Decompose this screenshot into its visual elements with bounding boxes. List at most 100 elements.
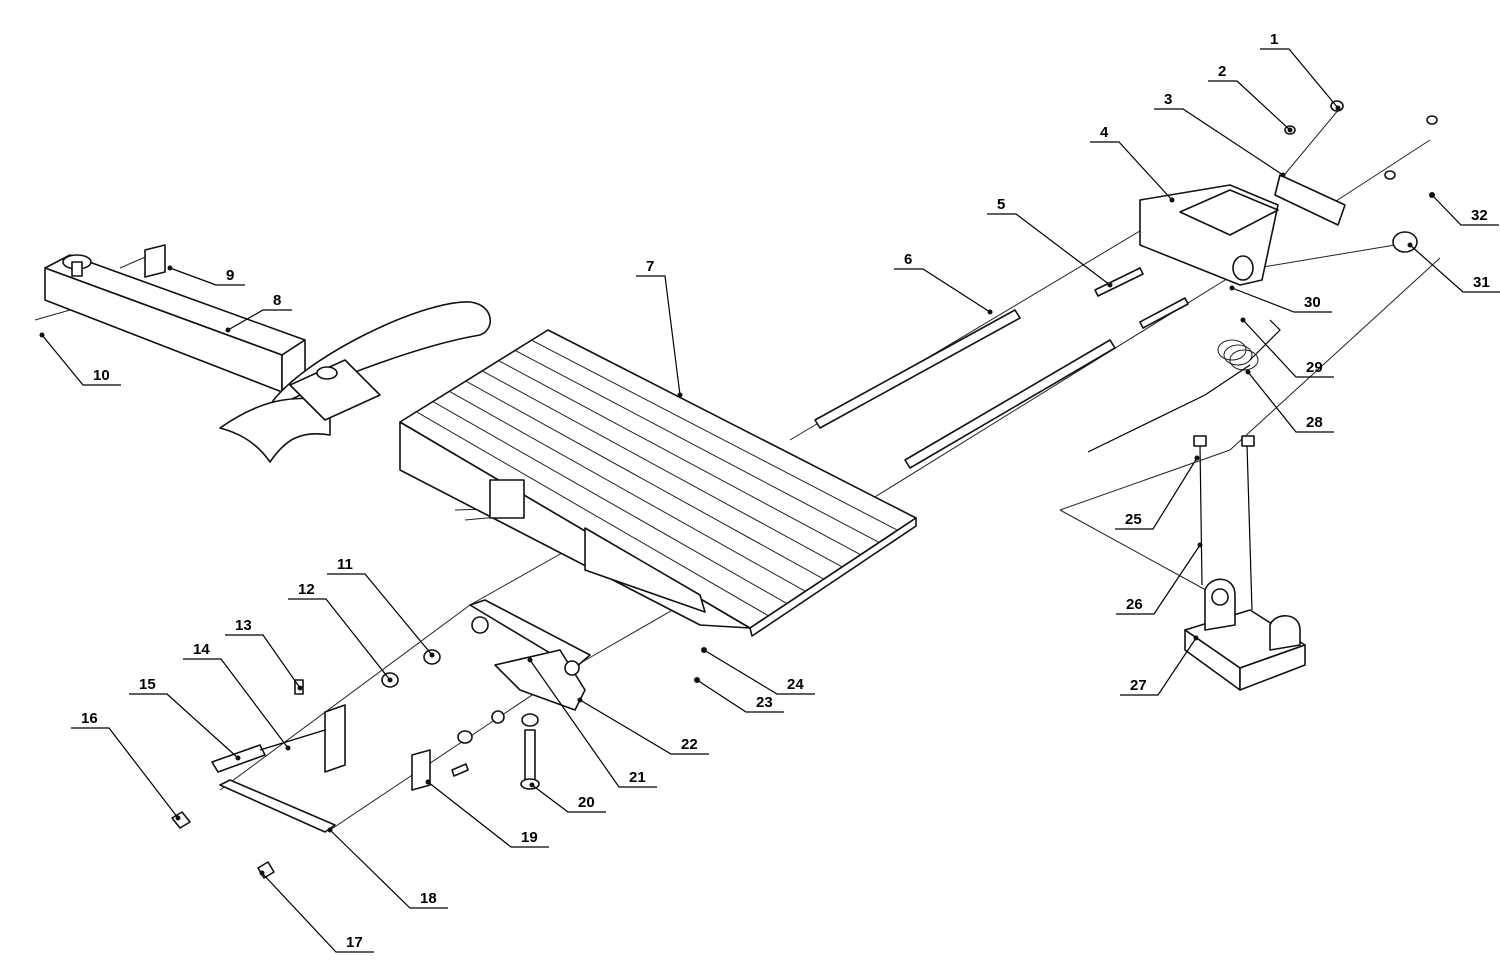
callout-number: 11 [337, 556, 353, 573]
callout-16: 16 [71, 710, 181, 821]
leader-line [1154, 108, 1284, 176]
leader-line [261, 872, 374, 953]
callout-30: 30 [1229, 285, 1332, 313]
table-groove [465, 380, 825, 580]
leader-line [531, 784, 606, 813]
callout-29: 29 [1240, 317, 1334, 378]
part-bracket-lower [1184, 435, 1306, 691]
callout-26: 26 [1116, 542, 1203, 615]
callout-number: 25 [1125, 511, 1142, 528]
callout-number: 6 [904, 251, 912, 268]
leader-dot [701, 647, 707, 653]
leader-dot [429, 652, 435, 658]
table-groove [531, 339, 898, 531]
callout-number: 29 [1306, 359, 1323, 376]
leader-line [427, 781, 549, 848]
leader-line [288, 598, 391, 681]
leader-dot [425, 779, 431, 785]
callout-number: 3 [1164, 91, 1172, 108]
leader-dot [694, 677, 700, 683]
leader-line [1409, 244, 1500, 293]
leader-line [129, 693, 239, 759]
leader-dot [1240, 317, 1246, 323]
leader-dot [1335, 105, 1341, 111]
leader-line [1208, 80, 1291, 131]
leader-dot [285, 745, 291, 751]
callout-3: 3 [1154, 91, 1286, 178]
leader-dot [167, 265, 173, 271]
leader-dot [235, 755, 241, 761]
leader-line [1247, 371, 1334, 433]
part-lower-assembly [171, 599, 707, 879]
callout-number: 27 [1130, 677, 1147, 694]
table-groove [432, 401, 788, 604]
leader-dot [677, 392, 683, 398]
callout-number: 5 [997, 196, 1005, 213]
callout-10: 10 [39, 332, 121, 386]
callout-23: 23 [694, 677, 784, 713]
leader-dot [1193, 635, 1199, 641]
part-spring [1087, 319, 1281, 453]
leader-line [1242, 319, 1334, 378]
leader-line [703, 649, 815, 695]
part-table [399, 329, 917, 637]
leader-line [636, 275, 681, 396]
leader-line [1120, 637, 1197, 696]
leader-line [1090, 141, 1173, 201]
callout-number: 13 [235, 617, 252, 634]
callout-27: 27 [1120, 635, 1199, 696]
leader-line [579, 699, 709, 755]
leader-dot [1229, 285, 1235, 291]
leader-line [1116, 544, 1201, 615]
callout-5: 5 [987, 196, 1113, 288]
leader-line [227, 309, 292, 331]
leader-dot [1407, 242, 1413, 248]
leader-dot [527, 657, 533, 663]
leader-dot [297, 685, 303, 691]
callout-number: 10 [93, 367, 110, 384]
table-groove [416, 411, 769, 617]
leader-line [894, 268, 991, 313]
leader-dot [1429, 192, 1435, 198]
callout-1: 1 [1260, 31, 1341, 111]
callout-number: 21 [629, 769, 646, 786]
callout-15: 15 [129, 676, 241, 761]
callout-22: 22 [577, 697, 709, 755]
leader-dot [987, 309, 993, 315]
leader-dot [1194, 455, 1200, 461]
callout-number: 9 [226, 267, 234, 284]
leader-dot [1280, 172, 1286, 178]
leader-line [1431, 194, 1499, 226]
callout-8: 8 [225, 292, 292, 333]
callout-number: 14 [193, 641, 210, 658]
callout-number: 17 [346, 934, 363, 951]
leader-line [71, 727, 179, 819]
leader-line [1260, 48, 1339, 109]
callout-number: 26 [1126, 596, 1143, 613]
leader-dot [387, 677, 393, 683]
leader-line [1231, 287, 1332, 313]
table-groove [514, 350, 880, 543]
callout-labels: 1234567891011121314151617181920212223242… [39, 31, 1500, 953]
callout-number: 30 [1304, 294, 1321, 311]
callout-number: 12 [298, 581, 315, 598]
table-groove [481, 370, 843, 568]
callout-12: 12 [288, 581, 393, 683]
leader-dot [1197, 542, 1203, 548]
callout-9: 9 [167, 265, 245, 286]
leader-dot [225, 327, 231, 333]
leader-line [329, 829, 448, 909]
table-groove [449, 390, 806, 592]
callout-4: 4 [1090, 124, 1175, 203]
leader-dot [39, 332, 45, 338]
callout-number: 23 [756, 694, 773, 711]
callout-6: 6 [894, 251, 993, 315]
table-groove [498, 360, 861, 556]
leader-line [987, 213, 1111, 286]
callout-32: 32 [1429, 192, 1499, 226]
callout-13: 13 [225, 617, 303, 691]
leader-dot [1287, 127, 1293, 133]
callout-14: 14 [183, 641, 291, 751]
leader-line [327, 573, 433, 656]
